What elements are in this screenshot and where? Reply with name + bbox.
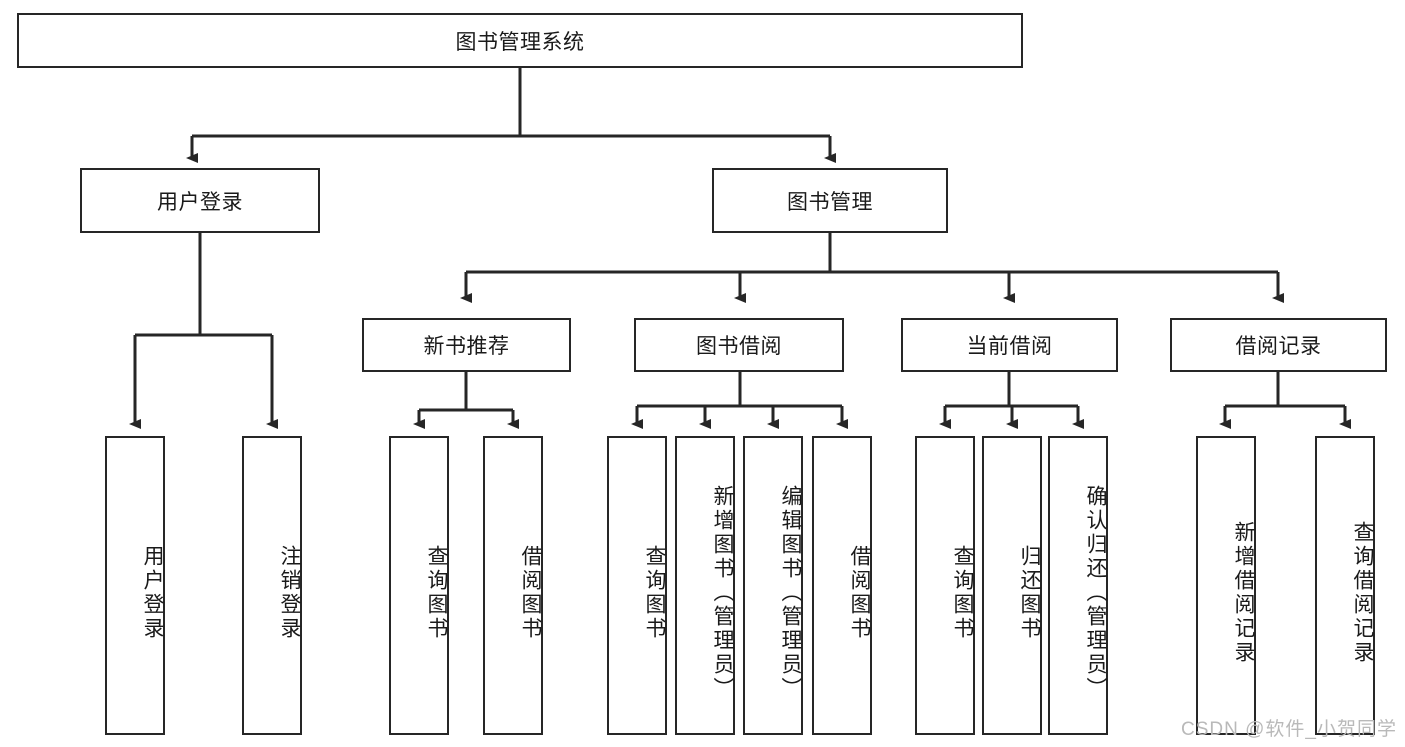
node-root-system[interactable]: 图书管理系统 — [17, 13, 1023, 68]
leaf-book-borrow-edit-book-admin[interactable]: 编辑图书（管理员） — [743, 436, 803, 735]
leaf-user-login-logout[interactable]: 注销登录 — [242, 436, 302, 735]
node-new-book-recommend[interactable]: 新书推荐 — [362, 318, 571, 372]
watermark: CSDN @软件_小贺同学 — [1181, 719, 1397, 740]
node-current-borrow[interactable]: 当前借阅 — [901, 318, 1118, 372]
leaf-current-borrow-return-book[interactable]: 归还图书 — [982, 436, 1042, 735]
leaf-user-login-login[interactable]: 用户登录 — [105, 436, 165, 735]
leaf-book-borrow-borrow-book[interactable]: 借阅图书 — [812, 436, 872, 735]
leaf-book-borrow-add-book-admin[interactable]: 新增图书（管理员） — [675, 436, 735, 735]
node-user-login[interactable]: 用户登录 — [80, 168, 320, 233]
node-book-management[interactable]: 图书管理 — [712, 168, 948, 233]
leaf-borrow-record-add-record[interactable]: 新增借阅记录 — [1196, 436, 1256, 735]
leaf-borrow-record-query-record[interactable]: 查询借阅记录 — [1315, 436, 1375, 735]
leaf-new-book-query-book[interactable]: 查询图书 — [389, 436, 449, 735]
leaf-new-book-borrow-book[interactable]: 借阅图书 — [483, 436, 543, 735]
node-book-borrow[interactable]: 图书借阅 — [634, 318, 844, 372]
node-borrow-record[interactable]: 借阅记录 — [1170, 318, 1387, 372]
leaf-book-borrow-query-book[interactable]: 查询图书 — [607, 436, 667, 735]
leaf-current-borrow-confirm-return-admin[interactable]: 确认归还（管理员） — [1048, 436, 1108, 735]
leaf-current-borrow-query-book[interactable]: 查询图书 — [915, 436, 975, 735]
